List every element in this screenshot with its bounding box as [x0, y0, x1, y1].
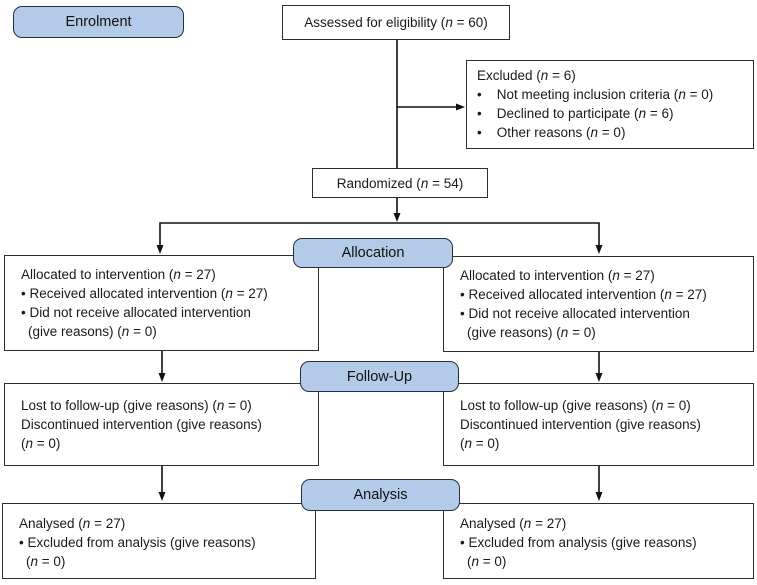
excluded-item: • Other reasons (n = 0)	[477, 125, 626, 140]
analysed-right-box: Analysed (n = 27) • Excluded from analys…	[443, 503, 754, 579]
analysed-item-continuation: (n = 0)	[467, 554, 507, 569]
randomized-text: Randomized (n = 54)	[336, 175, 464, 191]
assessed-eligibility-text: Assessed for eligibility (n = 60)	[304, 15, 488, 30]
stage-label-analysis: Analysis	[301, 479, 460, 511]
randomized-box: Randomized (n = 54)	[312, 168, 488, 198]
followup-item: Lost to follow-up (give reasons) (n = 0)	[21, 398, 252, 413]
arrow-branch-to-allocation-right	[397, 222, 603, 254]
allocated-item: • Did not receive allocated intervention	[460, 306, 690, 321]
followup-item: Discontinued intervention (give reasons)	[460, 417, 701, 432]
excluded-title: Excluded (n = 6)	[477, 68, 576, 83]
allocated-title: Allocated to intervention (n = 27)	[21, 267, 216, 282]
allocated-item-continuation: (give reasons) (n = 0)	[467, 325, 596, 340]
allocated-left-box: Allocated to intervention (n = 27) • Rec…	[4, 255, 319, 351]
followup-item-continuation: (n = 0)	[21, 436, 61, 451]
allocated-item: • Did not receive allocated intervention	[21, 305, 251, 320]
followup-item: Lost to follow-up (give reasons) (n = 0)	[460, 398, 691, 413]
allocated-item: • Received allocated intervention (n = 2…	[21, 286, 268, 301]
analysed-item: • Excluded from analysis (give reasons)	[460, 535, 697, 550]
stage-label-allocation: Allocation	[293, 238, 453, 268]
analysed-item: • Excluded from analysis (give reasons)	[19, 535, 256, 550]
followup-item-continuation: (n = 0)	[460, 436, 500, 451]
analysed-title: Analysed (n = 27)	[19, 516, 126, 531]
allocated-item-continuation: (give reasons) (n = 0)	[28, 324, 157, 339]
excluded-item: • Declined to participate (n = 6)	[477, 106, 674, 121]
followup-left-box: Lost to follow-up (give reasons) (n = 0)…	[4, 383, 319, 466]
analysed-item-continuation: (n = 0)	[26, 554, 66, 569]
arrow-branch-to-allocation-left	[156, 222, 397, 254]
allocated-right-box: Allocated to intervention (n = 27) • Rec…	[443, 256, 754, 352]
allocated-title: Allocated to intervention (n = 27)	[460, 268, 655, 283]
allocated-item: • Received allocated intervention (n = 2…	[460, 287, 707, 302]
excluded-item: • Not meeting inclusion criteria (n = 0)	[477, 87, 714, 102]
analysed-title: Analysed (n = 27)	[460, 516, 567, 531]
stage-label-enrolment: Enrolment	[13, 6, 184, 38]
analysed-left-box: Analysed (n = 27) • Excluded from analys…	[2, 503, 316, 579]
followup-right-box: Lost to follow-up (give reasons) (n = 0)…	[443, 383, 754, 466]
followup-item: Discontinued intervention (give reasons)	[21, 417, 262, 432]
assessed-eligibility-box: Assessed for eligibility (n = 60)	[282, 5, 510, 40]
excluded-box: Excluded (n = 6) • Not meeting inclusion…	[466, 60, 754, 149]
stage-label-followup: Follow-Up	[300, 361, 459, 392]
